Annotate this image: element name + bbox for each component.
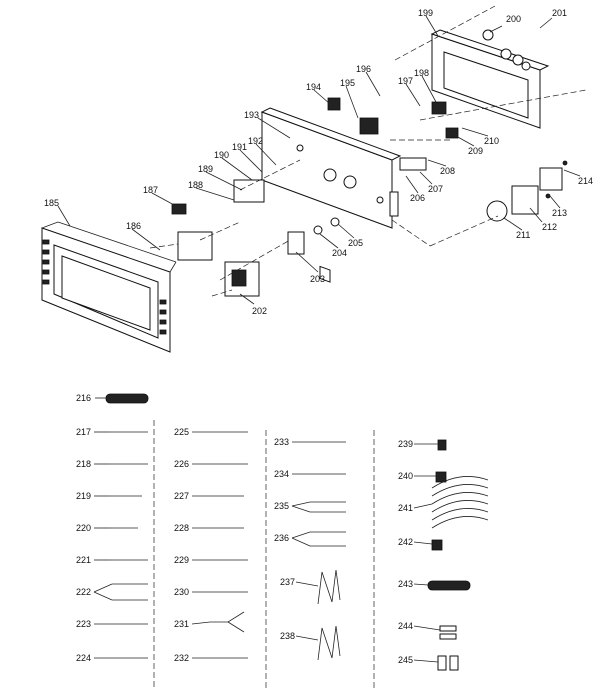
wire-label-238: 238 (280, 631, 295, 641)
part-label-194: 194 (306, 82, 321, 92)
wire-label-235: 235 (274, 501, 289, 511)
control-panel-193 (260, 107, 402, 283)
wire-label-234: 234 (274, 469, 289, 479)
part-label-186: 186 (126, 221, 141, 231)
part-label-189: 189 (198, 164, 213, 174)
part-label-207: 207 (428, 184, 443, 194)
dashed-assembly-lines (149, 5, 587, 297)
wire-label-220: 220 (76, 523, 91, 533)
wire-label-227: 227 (174, 491, 189, 501)
wire-label-237: 237 (280, 577, 295, 587)
part-label-185: 185 (44, 198, 59, 208)
wire-drawings (105, 393, 489, 671)
wire-label-236: 236 (274, 533, 289, 543)
wire-label-242: 242 (398, 537, 413, 547)
part-label-212: 212 (542, 222, 557, 232)
part-label-206: 206 (410, 193, 425, 203)
part-label-213: 213 (552, 208, 567, 218)
wire-label-240: 240 (398, 471, 413, 481)
part-label-190: 190 (214, 150, 229, 160)
wire-label-226: 226 (174, 459, 189, 469)
column-dividers (153, 420, 375, 688)
part-label-188: 188 (188, 180, 203, 190)
wire-label-241: 241 (398, 503, 413, 513)
part-label-192: 192 (248, 136, 263, 146)
wire-label-228: 228 (174, 523, 189, 533)
part-label-199: 199 (418, 8, 433, 18)
part-label-201: 201 (552, 8, 567, 18)
wire-label-218: 218 (76, 459, 91, 469)
wire-label-217: 217 (76, 427, 91, 437)
wire-label-232: 232 (174, 653, 189, 663)
wire-label-230: 230 (174, 587, 189, 597)
wire-label-229: 229 (174, 555, 189, 565)
part-label-211: 211 (516, 230, 530, 240)
wire-label-221: 221 (76, 555, 91, 565)
wire-label-239: 239 (398, 439, 413, 449)
part-label-195: 195 (340, 78, 355, 88)
part-label-200: 200 (506, 14, 521, 24)
wire-label-216: 216 (76, 393, 91, 403)
part-label-198: 198 (414, 68, 429, 78)
part-label-191: 191 (232, 142, 247, 152)
front-panel-185 (41, 221, 177, 353)
part-label-202: 202 (252, 306, 267, 316)
part-label-204: 204 (332, 248, 347, 258)
part-label-187: 187 (143, 185, 158, 195)
wire-label-244: 244 (398, 621, 413, 631)
wire-label-222: 222 (76, 587, 91, 597)
wire-label-225: 225 (174, 427, 189, 437)
part-label-205: 205 (348, 238, 363, 248)
part-label-214: 214 (578, 176, 593, 186)
wire-label-224: 224 (76, 653, 91, 663)
part-label-203: 203 (310, 274, 325, 284)
part-label-193: 193 (244, 110, 259, 120)
part-label-209: 209 (468, 146, 483, 156)
upper-leaders (57, 15, 581, 305)
wire-label-219: 219 (76, 491, 91, 501)
wire-label-233: 233 (274, 437, 289, 447)
part-label-208: 208 (440, 166, 455, 176)
wire-label-231: 231 (174, 619, 189, 629)
rear-housing-199 (430, 29, 550, 129)
wire-leaders (93, 397, 441, 663)
wire-label-245: 245 (398, 655, 413, 665)
wire-label-243: 243 (398, 579, 413, 589)
part-label-210: 210 (484, 136, 499, 146)
part-label-197: 197 (398, 76, 413, 86)
wire-label-223: 223 (76, 619, 91, 629)
part-label-196: 196 (356, 64, 371, 74)
small-parts (171, 97, 568, 297)
